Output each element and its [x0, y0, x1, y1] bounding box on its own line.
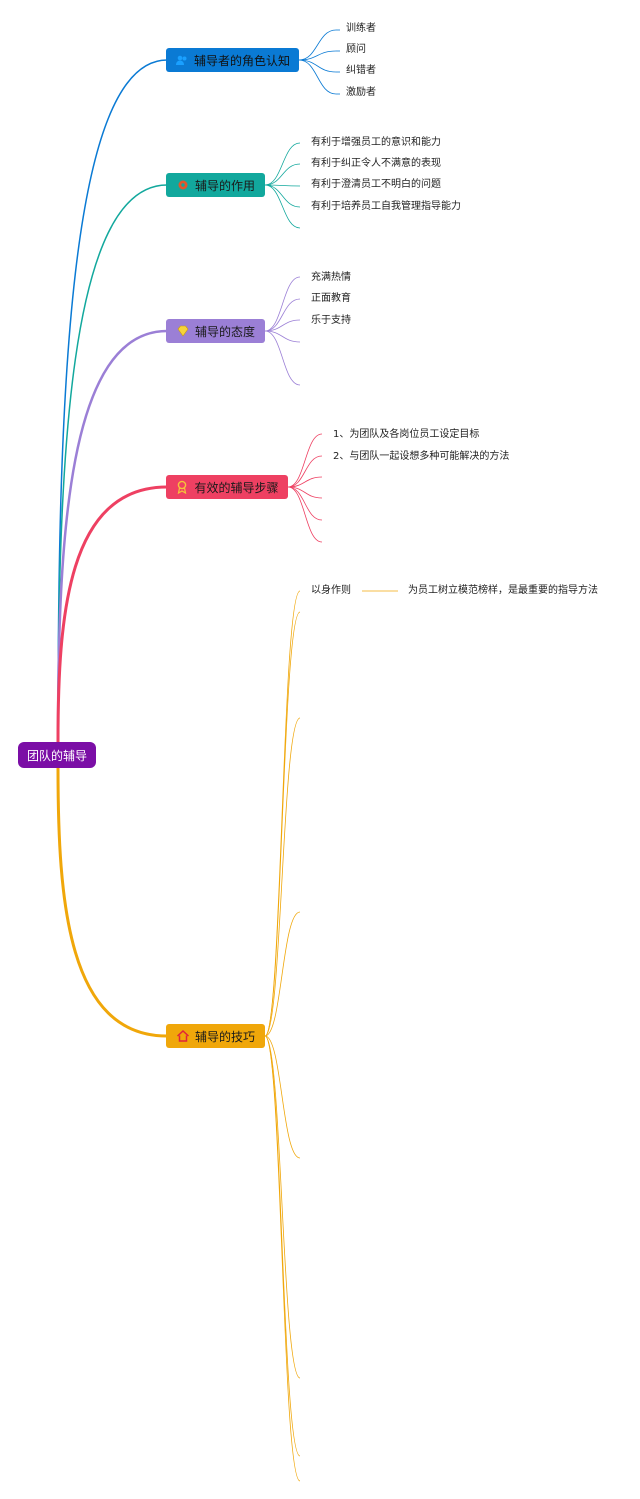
- leaf-roles-2: 顾问: [346, 44, 366, 55]
- leaf-effects-3: 有利于澄清员工不明白的问题: [311, 179, 441, 190]
- steps-leaf-connector-6: [287, 486, 323, 543]
- skills-leaf-connector-8: [264, 1035, 301, 1482]
- leaf-effects-1: 有利于增强员工的意识和能力: [311, 137, 441, 148]
- leaf-skills-1-detail: 为员工树立模范榜样，是最重要的指导方法: [408, 585, 598, 596]
- steps-leaf-connector-3: [287, 476, 323, 488]
- skills-leaf-connector-4: [264, 911, 301, 1037]
- skills-leaf-connector-2: [264, 611, 301, 1037]
- root-connector-steps: [56, 485, 168, 743]
- branch-roles-node[interactable]: 辅导者的角色认知: [166, 48, 299, 72]
- skills-leaf-connector-3: [264, 717, 301, 1037]
- branch-label: 辅导的态度: [194, 324, 255, 339]
- leaf-skills-1: 以身作则: [311, 585, 351, 596]
- root-connector-skills: [56, 767, 168, 1038]
- steps-leaf-connector-1: [287, 433, 323, 488]
- leaf-roles-4: 激励者: [346, 87, 376, 98]
- skills-leaf-connector-6: [264, 1035, 301, 1379]
- roles-leaf-connector-4: [298, 59, 337, 95]
- leaf-steps-1: 1、为团队及各岗位员工设定目标: [333, 429, 480, 440]
- branch-attitude-node[interactable]: 辅导的态度: [166, 319, 265, 343]
- diamond-icon: [176, 324, 190, 338]
- branch-label: 辅导的作用: [194, 178, 255, 193]
- effects-leaf-connector-4: [264, 184, 301, 208]
- ribbon-icon: [175, 480, 189, 495]
- branch-label: 有效的辅导步骤: [194, 480, 279, 495]
- leaf-attitude-1: 充满热情: [311, 272, 351, 283]
- attitude-leaf-connector-3: [264, 319, 301, 332]
- steps-leaf-connector-2: [287, 455, 323, 488]
- leaf-effects-2: 有利于纠正令人不满意的表现: [311, 158, 441, 169]
- leaf-attitude-2: 正面教育: [311, 293, 351, 304]
- home-icon: [176, 1029, 190, 1043]
- attitude-leaf-connector-5: [264, 330, 301, 386]
- root-connector-attitude: [56, 329, 168, 743]
- effects-leaf-connector-2: [264, 163, 301, 186]
- leaf-steps-2: 2、与团队一起设想多种可能解决的方法: [333, 451, 510, 462]
- roles-leaf-connector-3: [298, 59, 337, 73]
- roles-leaf-connector-1: [298, 29, 337, 61]
- effects-leaf-connector-1: [264, 142, 301, 186]
- people-icon: [175, 53, 189, 67]
- skills-leaf-connector-5: [264, 1035, 301, 1159]
- branch-effects-node[interactable]: 辅导的作用: [166, 173, 265, 197]
- root-connector-roles: [57, 59, 168, 743]
- root-label: 团队的辅导: [26, 748, 87, 763]
- leaf-attitude-3: 乐于支持: [311, 315, 351, 326]
- root-node[interactable]: 团队的辅导: [18, 742, 96, 768]
- branch-steps-node[interactable]: 有效的辅导步骤: [166, 475, 288, 499]
- effects-leaf-connector-5: [264, 184, 301, 229]
- attitude-leaf-connector-1: [264, 276, 301, 332]
- branch-label: 辅导者的角色认知: [193, 53, 290, 68]
- attitude-leaf-connector-2: [264, 298, 301, 332]
- branch-skills-node[interactable]: 辅导的技巧: [166, 1024, 265, 1048]
- leaf-roles-3: 纠错者: [346, 65, 376, 76]
- roles-leaf-connector-2: [298, 50, 337, 61]
- leaf-roles-1: 训练者: [346, 23, 376, 34]
- branch-label: 辅导的技巧: [194, 1029, 255, 1044]
- leaf-effects-4: 有利于培养员工自我管理指导能力: [311, 201, 461, 212]
- gear-icon: [176, 178, 190, 192]
- attitude-leaf-connector-4: [264, 330, 301, 343]
